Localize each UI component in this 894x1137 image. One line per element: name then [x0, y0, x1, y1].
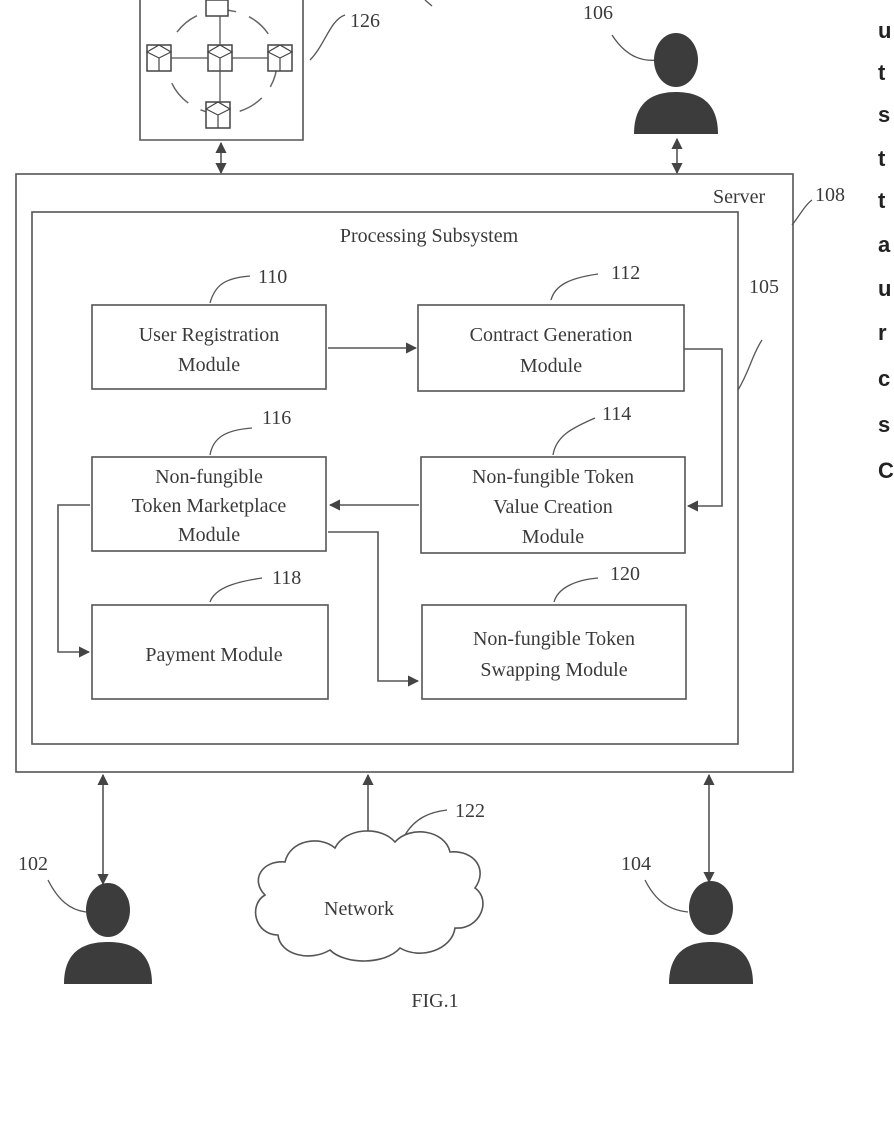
ref-114: 114	[602, 403, 631, 425]
network-label: Network	[324, 898, 394, 920]
ref-118: 118	[272, 567, 301, 589]
contract-generation-label-2: Module	[520, 355, 582, 377]
user-icon	[634, 33, 718, 134]
contract-generation-label-1: Contract Generation	[470, 324, 633, 346]
figure-caption: FIG.1	[411, 990, 458, 1012]
payment-label: Payment Module	[145, 644, 282, 666]
side-char: u	[878, 276, 891, 301]
processing-subsystem-label: Processing Subsystem	[340, 225, 519, 247]
cube-icon	[208, 45, 232, 71]
side-text-column: u t s t t a u r c s C	[878, 18, 894, 483]
nft-marketplace-label-2: Token Marketplace	[132, 495, 287, 517]
nft-marketplace-label-1: Non-fungible	[155, 466, 263, 488]
user-registration-label-1: User Registration	[139, 324, 280, 346]
side-char: s	[878, 102, 890, 127]
ref-106: 106	[583, 2, 613, 24]
ref-104: 104	[621, 853, 651, 875]
cube-icon	[147, 45, 171, 71]
nft-swapping-label-1: Non-fungible Token	[473, 628, 635, 650]
user-icon	[669, 881, 753, 984]
contract-generation-module	[418, 305, 684, 391]
ref-122: 122	[455, 800, 485, 822]
side-char: a	[878, 232, 891, 257]
ref-116: 116	[262, 407, 291, 429]
nft-marketplace-label-3: Module	[178, 524, 240, 546]
server-label: Server	[713, 186, 766, 208]
side-char: C	[878, 458, 894, 483]
cube-icon	[268, 45, 292, 71]
nft-value-creation-label-1: Non-fungible Token	[472, 466, 634, 488]
user-registration-module	[92, 305, 326, 389]
user-icon	[64, 883, 152, 984]
ref-120: 120	[610, 563, 640, 585]
user-registration-label-2: Module	[178, 354, 240, 376]
ref-102: 102	[18, 853, 48, 875]
cube-icon	[206, 102, 230, 128]
side-char: t	[878, 188, 886, 213]
ref-112: 112	[611, 262, 640, 284]
cube-icon	[206, 0, 228, 16]
ref-126: 126	[350, 10, 380, 32]
ref-108: 108	[815, 184, 845, 206]
side-char: t	[878, 146, 886, 171]
network-cloud	[256, 831, 483, 961]
side-char: u	[878, 18, 891, 43]
nft-value-creation-label-3: Module	[522, 526, 584, 548]
side-char: c	[878, 366, 890, 391]
nft-swapping-module	[422, 605, 686, 699]
nft-value-creation-label-2: Value Creation	[493, 496, 612, 518]
ref-105: 105	[749, 276, 779, 298]
side-char: s	[878, 412, 890, 437]
side-char: r	[878, 320, 887, 345]
nft-swapping-label-2: Swapping Module	[480, 659, 627, 681]
side-char: t	[878, 60, 886, 85]
blockchain-network	[140, 0, 303, 140]
ref-110: 110	[258, 266, 287, 288]
